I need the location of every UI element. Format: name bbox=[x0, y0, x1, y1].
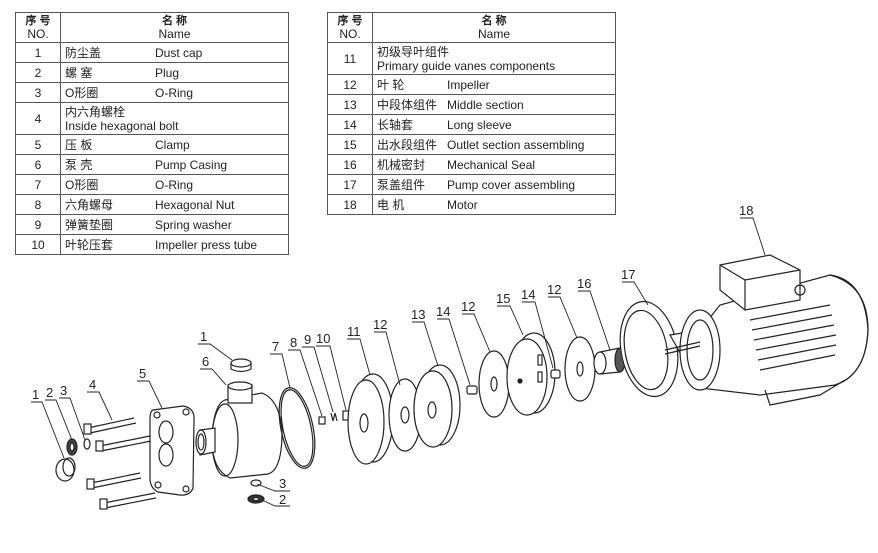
callout-label: 3 bbox=[60, 383, 67, 398]
callout-label: 13 bbox=[411, 307, 425, 322]
long-sleeve-1 bbox=[466, 385, 478, 395]
middle-section bbox=[413, 364, 461, 448]
outlet-section bbox=[506, 332, 556, 416]
callout-label: 12 bbox=[373, 317, 387, 332]
pump-cover bbox=[619, 300, 679, 398]
callout-label: 18 bbox=[739, 203, 753, 218]
mechanical-seal bbox=[593, 347, 626, 375]
plug-bottom bbox=[247, 494, 265, 504]
o-ring-bottom bbox=[250, 479, 262, 487]
callout-label: 3 bbox=[279, 476, 286, 491]
primary-guide-vanes bbox=[347, 373, 394, 465]
callout-label: 6 bbox=[202, 354, 209, 369]
callout-labels: 1 2 3 4 5 1 6 7 8 9 10 11 3 2 12 13 14 1… bbox=[32, 203, 753, 507]
callout-label: 5 bbox=[139, 366, 146, 381]
dust-cap-left bbox=[55, 457, 76, 482]
callout-label: 17 bbox=[621, 267, 635, 282]
callout-label: 11 bbox=[347, 324, 361, 339]
nut-washer-press-tube bbox=[318, 410, 351, 425]
callout-label: 9 bbox=[304, 332, 311, 347]
clamp-plate bbox=[149, 405, 195, 496]
callout-label: 14 bbox=[436, 304, 450, 319]
o-ring-small-left bbox=[83, 438, 91, 450]
callouts bbox=[31, 217, 766, 507]
plug-left bbox=[66, 438, 78, 456]
part-no: 18 bbox=[327, 194, 373, 215]
callout-label: 15 bbox=[496, 291, 510, 306]
callout-label: 8 bbox=[290, 335, 297, 350]
callout-label: 14 bbox=[521, 287, 535, 302]
callout-label: 1 bbox=[200, 329, 207, 344]
callout-label: 2 bbox=[46, 385, 53, 400]
impeller-3 bbox=[564, 336, 596, 402]
callout-label: 10 bbox=[316, 331, 330, 346]
callout-label: 7 bbox=[272, 339, 279, 354]
pump-casing bbox=[195, 381, 283, 479]
part-no: 15 bbox=[327, 134, 373, 155]
callout-label: 1 bbox=[32, 387, 39, 402]
o-ring-large bbox=[278, 387, 316, 469]
dust-cap-top bbox=[230, 358, 252, 373]
callout-label: 2 bbox=[279, 492, 286, 507]
callout-label: 12 bbox=[461, 299, 475, 314]
callout-label: 4 bbox=[89, 377, 96, 392]
motor bbox=[664, 254, 869, 406]
part-no: 10 bbox=[15, 234, 61, 255]
impeller-2 bbox=[478, 350, 510, 418]
callout-label: 16 bbox=[577, 276, 591, 291]
callout-label: 12 bbox=[547, 282, 561, 297]
bolts bbox=[83, 417, 157, 510]
long-sleeve-2 bbox=[550, 369, 561, 379]
part-no: 17 bbox=[327, 174, 373, 195]
